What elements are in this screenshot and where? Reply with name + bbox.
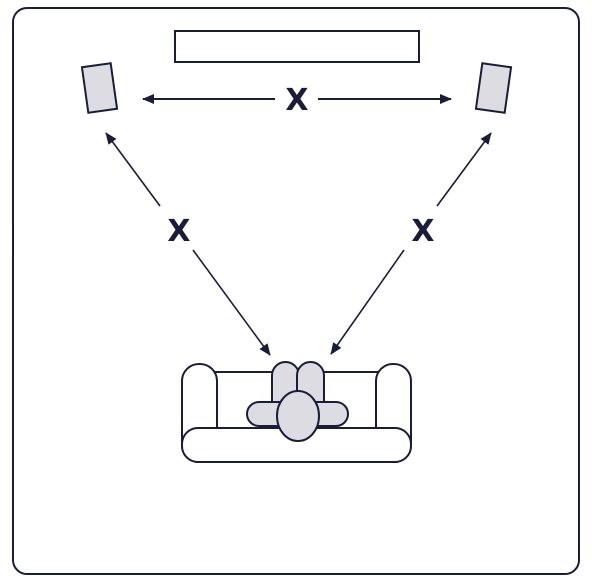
left-speaker-icon — [80, 62, 119, 114]
right-speaker-icon — [474, 62, 513, 114]
top-distance-label: X — [285, 83, 308, 118]
person-icon — [246, 361, 349, 442]
left-arrow-upper — [105, 132, 161, 207]
right-arrow-lower — [330, 249, 405, 355]
room-outline — [12, 7, 580, 575]
right-distance-label: X — [411, 214, 434, 249]
left-distance-label: X — [167, 214, 190, 249]
tv-screen-icon — [174, 30, 420, 63]
right-arrow-upper — [436, 132, 492, 207]
person-head — [276, 390, 320, 442]
left-arrow-lower — [192, 249, 271, 356]
